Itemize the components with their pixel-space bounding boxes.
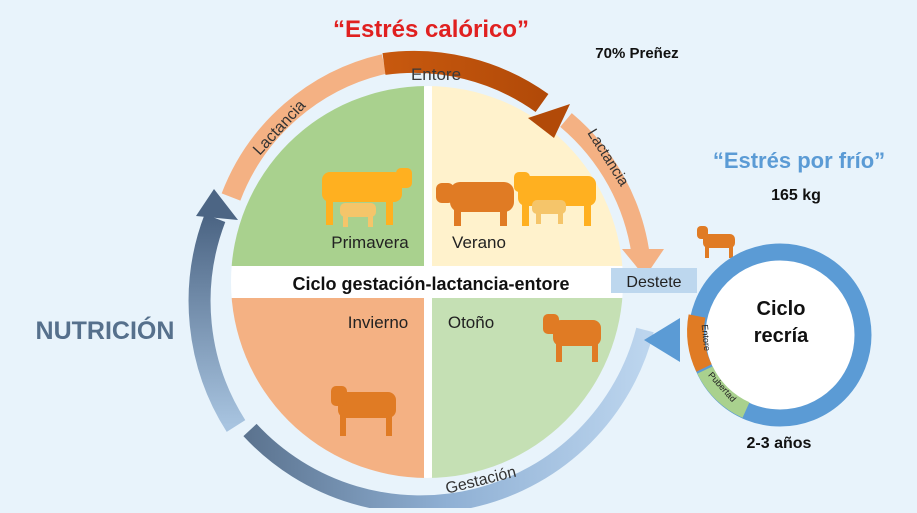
cow-icon [331, 386, 396, 436]
rearing-arrowhead [644, 318, 680, 362]
season-winter: Invierno [348, 313, 408, 332]
rearing-pubertad-segment [697, 366, 750, 418]
entore-arrowhead [528, 104, 570, 138]
cow-icon [543, 314, 601, 362]
rearing-title-line2: recría [754, 325, 809, 347]
lactancia-arrowhead [622, 249, 664, 277]
bull-icon [436, 182, 514, 226]
weaning-box [611, 268, 697, 293]
vertical-divider [424, 86, 432, 478]
pregnancy-rate: 70% Preñez [595, 45, 678, 62]
season-autumn: Otoño [448, 313, 494, 332]
cycle-title: Ciclo gestación-lactancia-entore [292, 274, 569, 294]
entore-arc [382, 51, 549, 113]
cow-calf-icon [514, 172, 596, 226]
season-spring: Primavera [331, 233, 409, 252]
weaning-weight: 165 kg [771, 187, 821, 204]
rearing-title-line1: Ciclo [757, 298, 806, 320]
rearing-entore-label: Entore [700, 324, 713, 351]
heat-stress-title: “Estrés calórico” [333, 16, 529, 43]
calf-icon [697, 226, 735, 258]
nutrition-arc [188, 214, 246, 432]
lactancia-right-arc [560, 113, 650, 259]
rearing-age: 2-3 años [747, 435, 812, 452]
gestacion-arc [243, 327, 654, 513]
rearing-entore-segment [687, 314, 712, 372]
weaning-label: Destete [626, 274, 681, 291]
nutrition-arrowhead [196, 189, 238, 220]
cold-stress-title: “Estrés por frío” [713, 148, 885, 173]
label-entore: Entore [411, 65, 461, 84]
nutrition-label: NUTRICIÓN [36, 315, 175, 345]
season-summer: Verano [452, 233, 506, 252]
lactancia-left-arc [221, 54, 387, 201]
cow-calf-icon [322, 168, 412, 227]
